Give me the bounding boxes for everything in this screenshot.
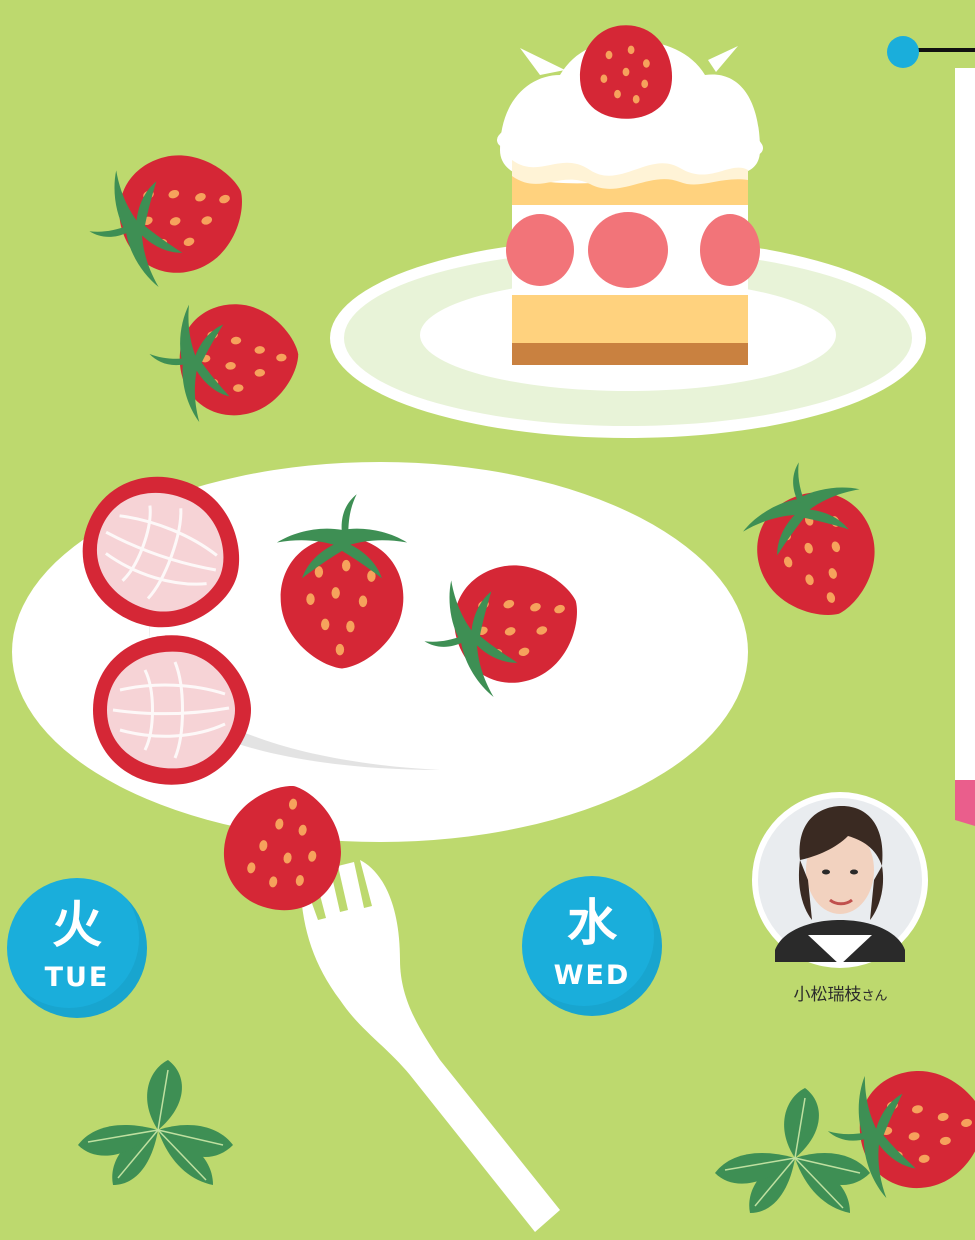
day-badge-tuesday: 火 TUE — [7, 878, 147, 1018]
strawberry-icon — [145, 298, 304, 426]
day-label: WED — [553, 960, 631, 991]
day-kanji: 火 — [52, 896, 102, 954]
fork-icon — [300, 860, 560, 1232]
day-kanji: 水 — [567, 894, 617, 952]
strawberry-icon — [72, 136, 261, 303]
strawberry-icon — [727, 445, 894, 634]
strawberry-leaf-icon — [77, 1059, 234, 1186]
day-label: TUE — [44, 962, 110, 993]
person-caption: 小松瑞枝さん — [748, 980, 933, 1005]
day-badge-wednesday: 水 WED — [522, 876, 662, 1016]
person-honorific: さん — [861, 989, 888, 1004]
person-name: 小松瑞枝 — [793, 985, 862, 1005]
strawberry-leaf-icon — [714, 1087, 871, 1214]
shortcake-icon — [497, 25, 763, 365]
avatar — [752, 792, 928, 968]
